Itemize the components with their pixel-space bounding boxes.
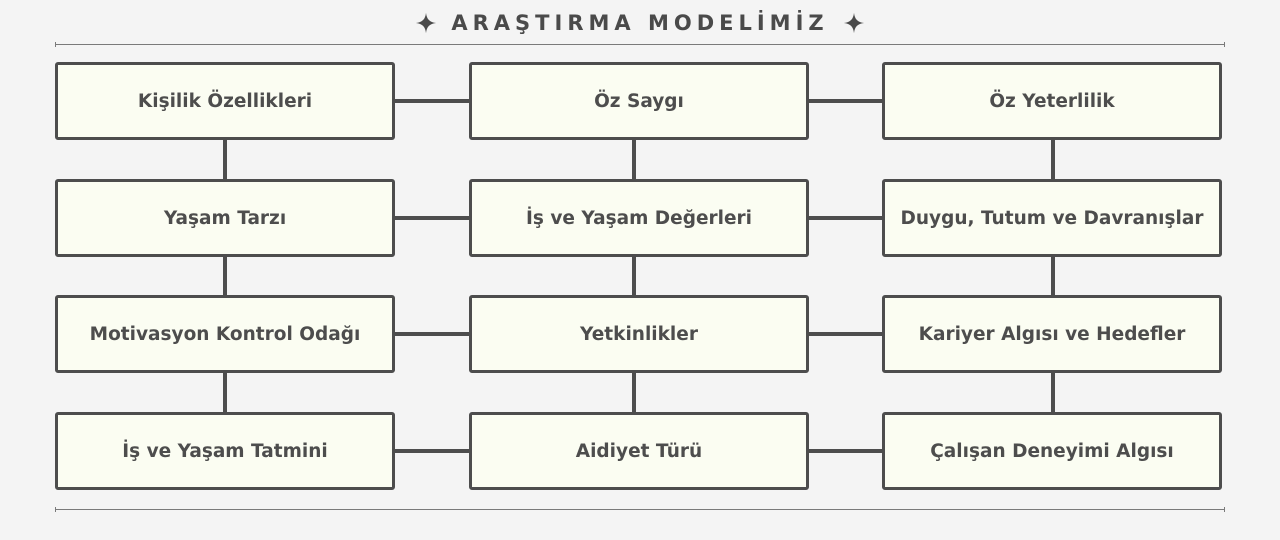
- node-box: Duygu, Tutum ve Davranışlar: [882, 179, 1222, 257]
- sparkle-icon: [416, 12, 437, 34]
- title-row: ARAŞTIRMA MODELİMİZ: [0, 6, 1280, 40]
- node-label: İş ve Yaşam Değerleri: [526, 207, 752, 229]
- node-label: Kişilik Özellikleri: [137, 90, 313, 112]
- node-box: Kariyer Algısı ve Hedefler: [882, 295, 1222, 373]
- node-label: Yaşam Tarzı: [163, 207, 287, 229]
- node-label: Yetkinlikler: [580, 323, 698, 345]
- page-title: ARAŞTIRMA MODELİMİZ: [451, 11, 829, 35]
- node-box: Yetkinlikler: [469, 295, 809, 373]
- node-label: Aidiyet Türü: [575, 440, 703, 462]
- node-box: İş ve Yaşam Tatmini: [55, 412, 395, 490]
- node-label: Kariyer Algısı ve Hedefler: [918, 323, 1186, 345]
- node-label: İş ve Yaşam Tatmini: [122, 440, 328, 462]
- node-label: Duygu, Tutum ve Davranışlar: [900, 207, 1204, 229]
- node-box: Kişilik Özellikleri: [55, 62, 395, 140]
- node-label: Öz Yeterlilik: [989, 90, 1115, 112]
- node-box: Motivasyon Kontrol Odağı: [55, 295, 395, 373]
- node-box: İş ve Yaşam Değerleri: [469, 179, 809, 257]
- node-box: Yaşam Tarzı: [55, 179, 395, 257]
- node-label: Öz Saygı: [594, 90, 684, 112]
- node-box: Aidiyet Türü: [469, 412, 809, 490]
- node-label: Motivasyon Kontrol Odağı: [89, 323, 361, 345]
- node-box: Öz Yeterlilik: [882, 62, 1222, 140]
- bottom-divider: [55, 507, 1225, 512]
- sparkle-icon: [843, 12, 864, 34]
- node-box: Çalışan Deneyimi Algısı: [882, 412, 1222, 490]
- top-divider: [55, 42, 1225, 47]
- node-box: Öz Saygı: [469, 62, 809, 140]
- node-label: Çalışan Deneyimi Algısı: [930, 440, 1174, 462]
